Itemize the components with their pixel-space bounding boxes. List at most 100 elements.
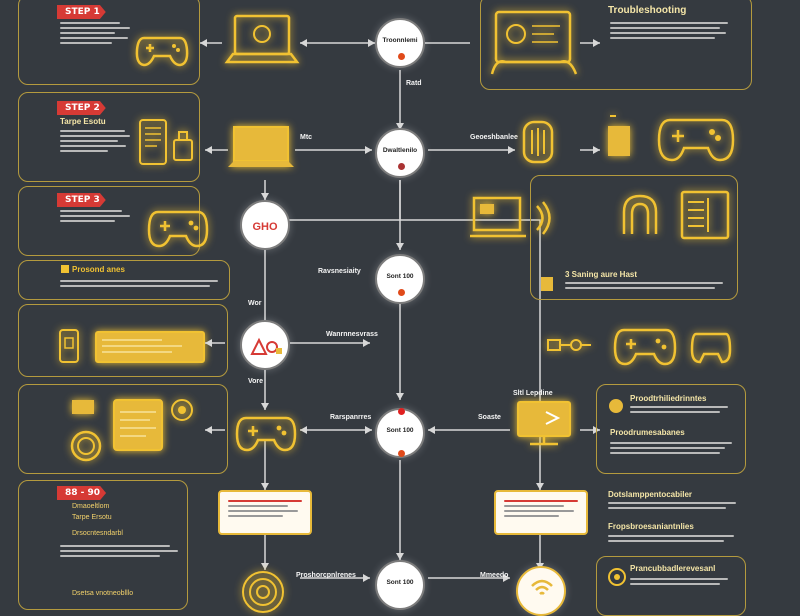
circle-node-2: Dwaltlenilo (375, 128, 425, 178)
right-panel-3-text-b (608, 535, 738, 542)
circle-node-5 (240, 320, 290, 370)
step4-text (60, 280, 220, 287)
step4-heading: Prosond anes (72, 265, 125, 274)
circle-node-1-dot (398, 53, 405, 60)
monitor-icon (517, 401, 571, 446)
step1-panel (18, 0, 200, 85)
left-sub-2: Tarpe Ersotu (72, 514, 112, 521)
circle-node-6-label: Sont 100 (386, 427, 414, 434)
settings-icon (547, 339, 591, 351)
troubleshooting-title: Troubleshooting (608, 5, 687, 16)
circle-node-1-label: Troonnlemi (382, 37, 418, 44)
connector-label-6: Rarspanrres (330, 414, 372, 421)
troubleshooting-text (610, 22, 730, 39)
tablet-icon (139, 119, 193, 165)
wifi-icon (531, 579, 553, 595)
connector-label-2: Mtc (300, 134, 313, 141)
smartphone-icon (59, 329, 79, 363)
triangle-circle-square-icon (250, 337, 282, 355)
step2-tag: STEP 2 (57, 101, 106, 115)
connector-label-3: Geoeshbanlee (470, 134, 518, 141)
connector-label-10: Proshorcpnlrenes (296, 572, 356, 579)
monitor-icon (95, 331, 205, 363)
connector-label-4: Ravsnesiaity (318, 268, 361, 275)
right-panel-1-text (565, 282, 725, 289)
step4-panel (18, 260, 230, 300)
wifi-circle (516, 566, 566, 616)
gamepad-icon (147, 210, 209, 248)
step2-text (60, 130, 130, 152)
laptop-icon (470, 196, 526, 238)
connector-label-5: Wanrnnesvrass (326, 331, 378, 338)
right-panel-3-text-a (608, 502, 738, 509)
laptop-icon (224, 14, 300, 64)
connector-label-11: Mmeedo (480, 572, 509, 579)
connector-label-7: Soaste (478, 414, 501, 421)
circle-node-3-label: GHO (252, 221, 278, 233)
info-box-right-lines (504, 500, 580, 517)
gamepad-icon (690, 332, 732, 364)
step1-tag: STEP 1 (57, 5, 106, 19)
fingerprint-icon (622, 194, 658, 234)
gamepad-icon (235, 416, 297, 452)
right-panel-2-subtitle: Proodrumesabanes (610, 428, 685, 437)
step3-tag: STEP 3 (57, 193, 106, 207)
fingerprint-icon (242, 571, 284, 613)
info-box-left (218, 490, 312, 535)
info-box-right (494, 490, 588, 535)
circle-node-6: Sont 100 (375, 408, 425, 458)
target-icon (70, 399, 193, 462)
target-icon (609, 399, 623, 413)
circle-node-6-dot (398, 450, 405, 457)
right-panel-4-text (630, 578, 730, 585)
monitor-icon (490, 10, 578, 75)
circle-node-1: Troonnlemi (375, 18, 425, 68)
right-panel-2-text-b (610, 442, 735, 454)
info-box-left-lines (228, 500, 304, 517)
gamepad-icon (135, 36, 189, 67)
right-panel-1-title: 3 Saning aure Hast (565, 270, 638, 279)
step5-panel (18, 304, 228, 377)
right-panel-1 (530, 175, 738, 300)
tablet-icon (608, 115, 630, 156)
step3-panel (18, 186, 200, 256)
gamepad-icon (657, 118, 735, 162)
step2-panel (18, 92, 200, 182)
step2-heading: Tarpe Esotu (60, 117, 106, 126)
left-sub-4: Dsetsa vnotneoblllo (72, 590, 134, 597)
step1-text (60, 22, 130, 44)
settings-icon (61, 265, 69, 273)
connector-label-1: Ratd (406, 80, 422, 87)
step6-panel (18, 384, 228, 474)
left-sub-3: Drsocntesndarbl (72, 530, 123, 537)
settings-icon (541, 277, 553, 291)
right-panel-2-title: Proodtrhiliedrinntes (630, 394, 707, 403)
right-panel-4-title: Prancubbadlerevesanl (630, 564, 716, 573)
circle-node-4-dot (398, 289, 405, 296)
wifi-icon (536, 201, 551, 235)
troubleshooting-panel (480, 0, 752, 90)
circle-node-6-top-dot (398, 408, 405, 415)
gamepad-icon (613, 328, 677, 366)
laptop-icon (228, 126, 294, 167)
connector-label-12: Wor (248, 300, 262, 307)
circle-node-2-dot (398, 163, 405, 170)
circle-node-3: GHO (240, 200, 290, 250)
right-panel-2-text-a (630, 406, 730, 413)
circle-node-7: Sont 100 (375, 560, 425, 610)
wifi-icon (522, 120, 554, 164)
right-panel-3-title: Dotslamppentocabiler (608, 490, 693, 499)
circle-node-2-label: Dwaltlenilo (382, 147, 418, 154)
step7-tag: 88 - 90 (57, 486, 107, 500)
left-sub-1: Dmaoeltlom (72, 503, 110, 510)
step7-text (60, 545, 180, 557)
circle-node-4: Sont 100 (375, 254, 425, 304)
right-panel-2 (596, 384, 746, 474)
monitor-icon (680, 190, 730, 240)
circle-node-4-label: Sont 100 (386, 273, 414, 280)
circle-node-7-label: Sont 100 (386, 579, 414, 586)
connector-label-8: Vore (248, 378, 264, 385)
right-panel-3-subtitle: Fropsbroesaniantnlies (608, 522, 694, 531)
connector-label-9: Sltl Lepdine (513, 390, 553, 397)
settings-icon (608, 568, 626, 586)
